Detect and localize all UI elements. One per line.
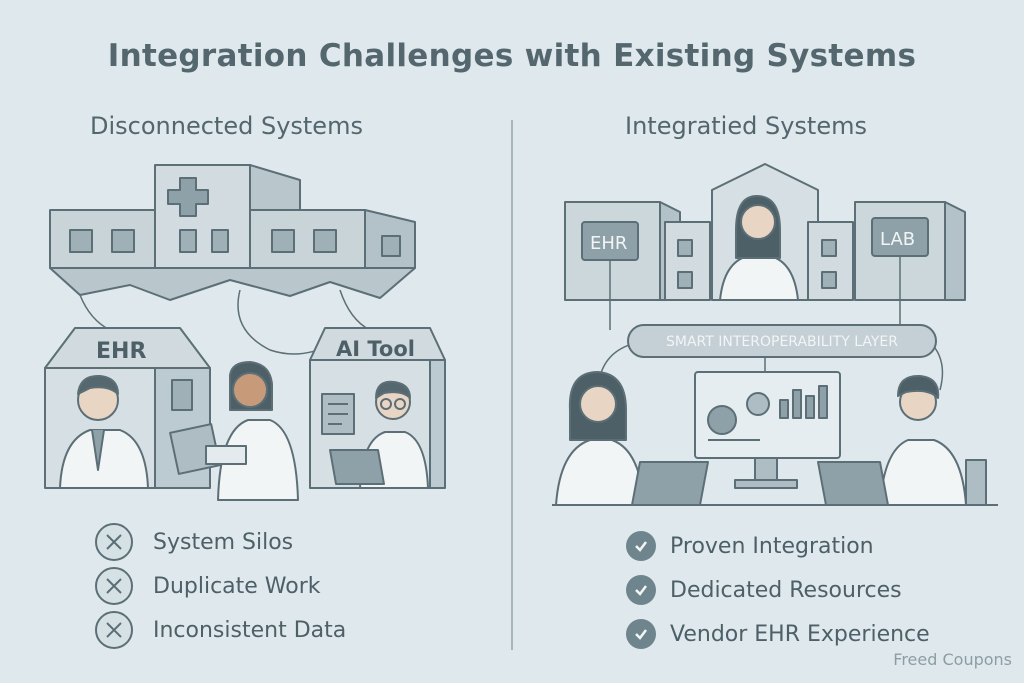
check-circle-icon (626, 619, 656, 649)
list-item-label: Dedicated Resources (670, 577, 902, 603)
disconnected-hospital-illustration (49, 164, 416, 301)
lab-label: LAB (880, 229, 915, 250)
page-title: Integration Challenges with Existing Sys… (107, 38, 917, 74)
integrated-ehr-label: EHR (590, 233, 627, 254)
list-item: Vendor EHR Experience (626, 612, 930, 656)
list-item-label: System Silos (153, 529, 294, 555)
interoperability-layer-label: SMART INTEROPERABILITY LAYER (666, 334, 898, 350)
center-divider (511, 120, 513, 650)
challenge-list: System Silos Duplicate Work Inconsistent… (95, 520, 346, 652)
x-circle-icon (95, 567, 133, 605)
ehr-silo-label: EHR (96, 339, 146, 364)
check-circle-icon (626, 531, 656, 561)
x-circle-icon (95, 611, 133, 649)
list-item: Proven Integration (626, 524, 930, 568)
nurse-with-tablet-figure (169, 361, 299, 501)
benefit-list: Proven Integration Dedicated Resources V… (626, 524, 930, 656)
list-item-label: Vendor EHR Experience (670, 621, 930, 647)
integrated-right-worker-figure (817, 374, 987, 506)
interoperability-layer-pill (627, 324, 937, 358)
list-item-label: Inconsistent Data (153, 617, 347, 643)
integrated-hospital-illustration (564, 163, 966, 301)
list-item: System Silos (95, 520, 346, 564)
list-item: Inconsistent Data (95, 608, 346, 652)
dashboard-monitor (694, 371, 841, 489)
integrated-left-worker-figure (555, 371, 709, 506)
integrated-heading: Integratied Systems (625, 112, 867, 140)
worried-doctor-figure (59, 374, 149, 489)
list-item: Dedicated Resources (626, 568, 930, 612)
disconnected-heading: Disconnected Systems (90, 112, 363, 140)
list-item: Duplicate Work (95, 564, 346, 608)
watermark: Freed Coupons (893, 650, 1012, 669)
ai-tool-user-figure (329, 380, 429, 489)
list-item-label: Proven Integration (670, 533, 874, 559)
list-item-label: Duplicate Work (153, 573, 321, 599)
integrated-doctor-woman-figure (719, 194, 799, 301)
x-circle-icon (95, 523, 133, 561)
check-circle-icon (626, 575, 656, 605)
ai-tool-label: AI Tool (336, 337, 415, 361)
